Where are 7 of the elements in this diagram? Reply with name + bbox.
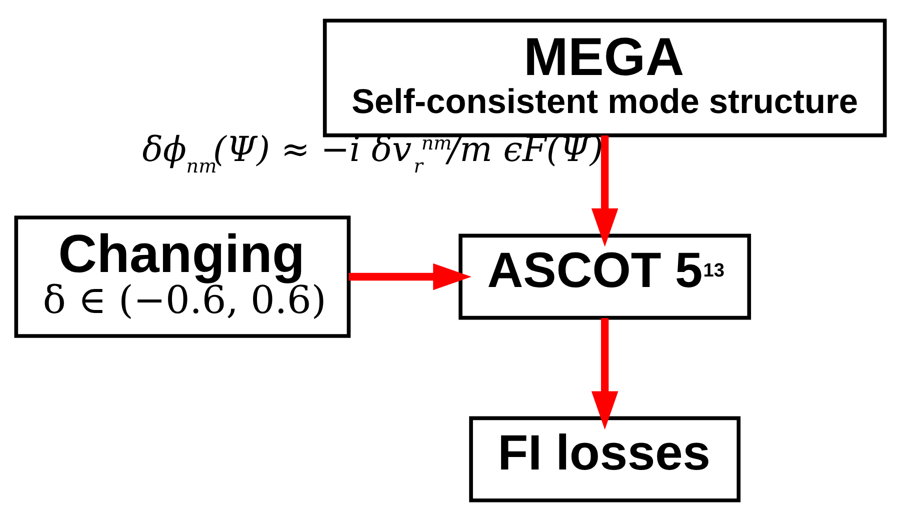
arrow	[348, 262, 472, 290]
node-box: ASCOT 5$^{13}$	[458, 233, 752, 320]
node-box: MEGA Self-consistent mode structure	[322, 18, 887, 137]
arrow	[591, 318, 618, 430]
node-box: Changing δ ∈ (−0.6, 0.6)	[14, 215, 351, 338]
node-box: FI losses	[469, 416, 741, 502]
arrow	[591, 134, 618, 246]
